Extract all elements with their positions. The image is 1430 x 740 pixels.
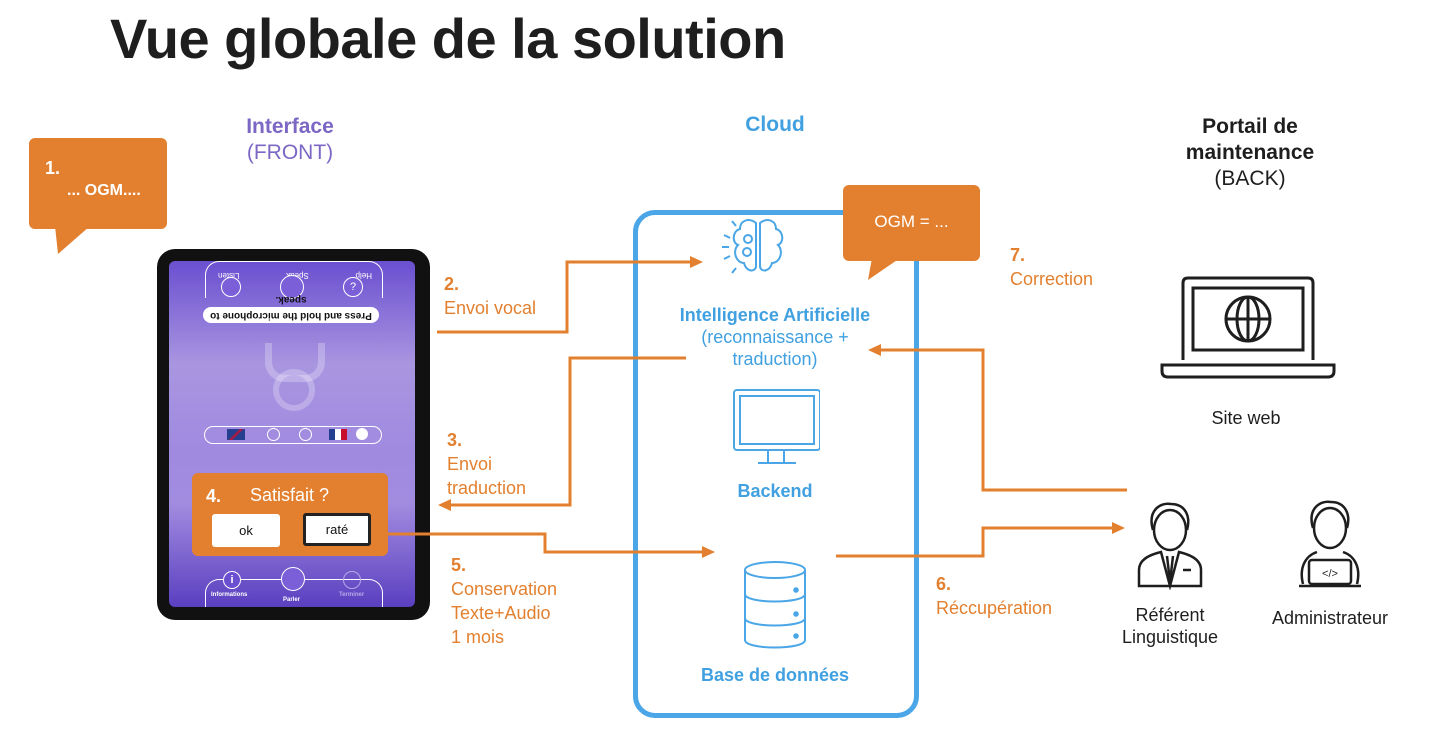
- back-heading: Portail de maintenance (BACK): [1160, 114, 1340, 192]
- ogm-tail-icon: [868, 258, 900, 280]
- step7-text: Correction: [1010, 269, 1094, 289]
- ogm-text: OGM = ...: [874, 212, 949, 231]
- arrow-down-icon[interactable]: [267, 428, 280, 441]
- step5-number: 5.: [451, 555, 467, 575]
- referent-label: Référent Linguistique: [1100, 604, 1240, 648]
- satisfaction-number: 4.: [206, 486, 222, 506]
- arrow-step2: [437, 260, 693, 334]
- arrow-step5: [384, 532, 705, 554]
- uk-flag-icon[interactable]: [227, 429, 245, 440]
- logo-ring-icon: [273, 369, 315, 411]
- ai-title: Intelligence Artificielle: [679, 305, 871, 325]
- step3-number: 3.: [447, 430, 463, 450]
- step3-label: 3. Envoi traduction: [447, 428, 526, 500]
- satisfaction-question: Satisfait ?: [250, 485, 330, 505]
- help-icon[interactable]: ?: [343, 277, 363, 297]
- speak-icon[interactable]: [280, 275, 304, 299]
- ok-button[interactable]: ok: [212, 514, 280, 547]
- front-title: Interface: [246, 115, 334, 138]
- page-title: Vue globale de la solution: [110, 7, 786, 70]
- svg-text:</>: </>: [1322, 568, 1338, 580]
- arrow-step3: [448, 356, 686, 507]
- database-title: Base de données: [700, 665, 850, 685]
- step6-text: Réccupération: [936, 598, 1053, 618]
- bottom-bar-terminer[interactable]: Terminer: [339, 592, 365, 598]
- bubble1-number: 1.: [45, 158, 61, 178]
- bubble1-text: ... OGM....: [67, 182, 141, 199]
- arrow-step6: [836, 526, 1115, 558]
- ai-subtitle-1: (reconnaissance +: [701, 327, 849, 347]
- arrow-step5-head: [702, 546, 715, 558]
- hangup-icon[interactable]: [343, 571, 361, 589]
- arrow-up-icon[interactable]: [299, 428, 312, 441]
- step5-text-2: Texte+Audio: [451, 603, 551, 623]
- arrow-step2-head: [690, 256, 703, 268]
- monitor-icon: [733, 389, 820, 464]
- cloud-container: [633, 210, 919, 718]
- ai-component: Intelligence Artificielle (reconnaissanc…: [650, 305, 900, 370]
- administrator-label: Administrateur: [1271, 608, 1389, 628]
- database-icon: [744, 561, 806, 649]
- step7-label: 7. Correction: [1010, 243, 1093, 291]
- listen-icon[interactable]: [221, 277, 241, 297]
- step3-text-1: Envoi: [447, 454, 493, 474]
- referent-label-2: Linguistique: [1121, 627, 1219, 647]
- back-title-2: maintenance: [1185, 141, 1315, 164]
- bottom-bar-parler[interactable]: Parler: [283, 597, 301, 603]
- arrow-step6-head: [1112, 522, 1125, 534]
- fr-flag-icon[interactable]: [329, 429, 347, 440]
- speech-bubble-step1: 1. ... OGM....: [29, 138, 167, 229]
- arrow-step7-head: [868, 344, 881, 356]
- step5-text-1: Conservation: [451, 579, 558, 599]
- backend-title: Backend: [737, 481, 813, 501]
- arrow-step7: [880, 348, 1127, 492]
- microphone-icon[interactable]: [281, 567, 305, 591]
- referent-label-1: Référent: [1135, 605, 1205, 625]
- back-subtitle: (BACK): [1214, 167, 1286, 190]
- cloud-title: Cloud: [745, 113, 805, 136]
- back-title-1: Portail de: [1202, 115, 1298, 138]
- step2-number: 2.: [444, 274, 460, 294]
- fail-button[interactable]: raté: [303, 513, 371, 546]
- administrator-icon: </>: [1299, 500, 1361, 588]
- step3-text-2: traduction: [447, 478, 527, 498]
- site-web-label: Site web: [1211, 408, 1281, 428]
- bottom-bar-informations[interactable]: Informations: [211, 592, 248, 598]
- language-bar: [204, 426, 382, 444]
- speech-bubble-ogm: OGM = ...: [843, 185, 980, 261]
- laptop-globe-icon: [1160, 276, 1336, 379]
- step2-label: 2. Envoi vocal: [444, 272, 536, 320]
- referent-person-icon: [1137, 502, 1203, 590]
- step7-number: 7.: [1010, 245, 1026, 265]
- ai-subtitle-2: traduction): [732, 349, 818, 369]
- cloud-heading: Cloud: [700, 112, 850, 138]
- user-icon[interactable]: [356, 428, 368, 440]
- front-heading: Interface (FRONT): [200, 114, 380, 166]
- step5-text-3: 1 mois: [451, 627, 505, 647]
- arrow-step3-head: [438, 499, 451, 511]
- bubble1-tail-icon: [55, 226, 90, 254]
- brain-icon: [722, 219, 784, 274]
- step6-number: 6.: [936, 574, 952, 594]
- info-icon[interactable]: i: [223, 571, 241, 589]
- step2-text: Envoi vocal: [444, 298, 537, 318]
- satisfaction-panel: 4. Satisfait ? ok raté: [192, 473, 388, 556]
- front-subtitle: (FRONT): [246, 141, 334, 164]
- step6-label: 6. Réccupération: [936, 572, 1052, 620]
